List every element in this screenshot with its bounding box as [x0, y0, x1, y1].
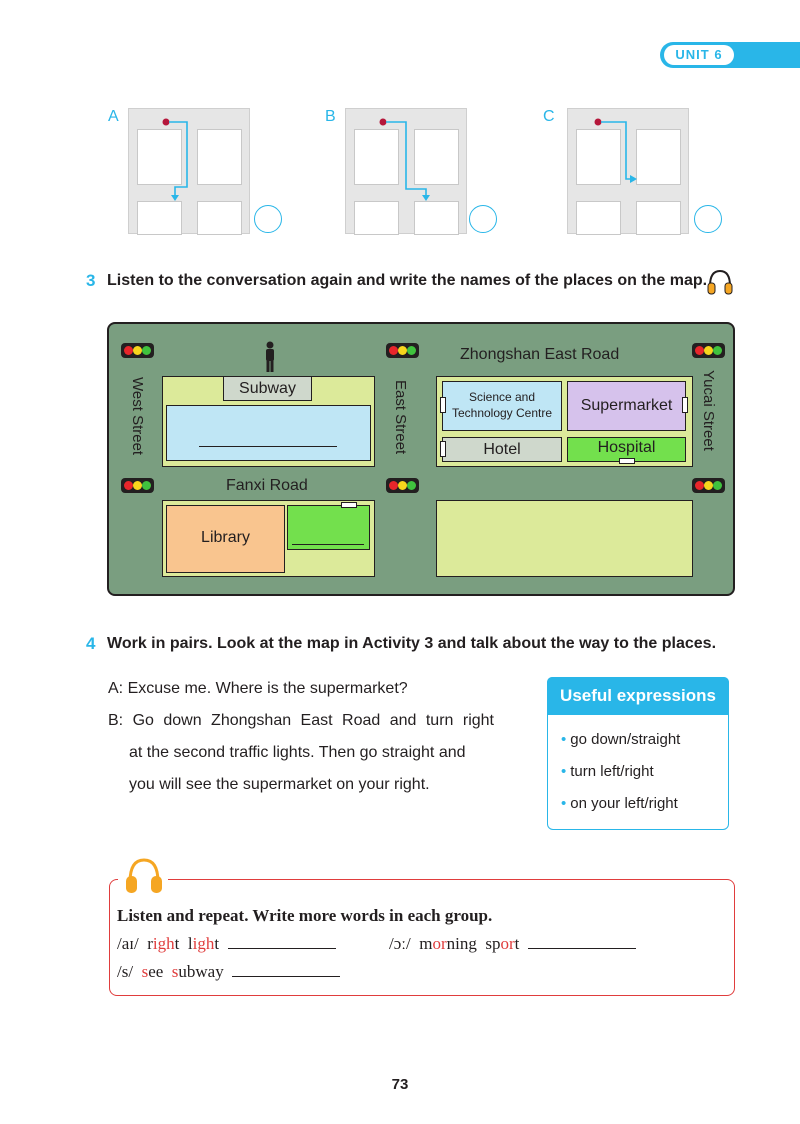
answer-line-top-left[interactable] — [199, 446, 337, 447]
subway-building: Subway — [223, 376, 312, 401]
hospital-building: Hospital — [567, 437, 686, 462]
door-icon — [440, 397, 446, 413]
answer-circle-a[interactable] — [254, 205, 282, 233]
route-diagram-c — [567, 108, 689, 235]
route-letter-b: B — [325, 108, 336, 125]
road-label-yucai-street: Yucai Street — [700, 370, 717, 451]
hotel-label: Hotel — [483, 441, 521, 458]
blank-building-bottom-left — [287, 505, 370, 550]
road-label-fanxi: Fanxi Road — [226, 477, 308, 494]
headphones-icon[interactable] — [705, 268, 735, 296]
dialogue-line-a: A: Excuse me. Where is the supermarket? — [108, 680, 408, 697]
answer-circle-b[interactable] — [469, 205, 497, 233]
answer-line-bottom-left[interactable] — [292, 544, 364, 545]
expression-item: •go down/straight — [561, 731, 681, 748]
route-letter-a: A — [108, 108, 119, 125]
science-centre-label-2: Technology Centre — [451, 406, 553, 420]
pronunciation-row-or: /ɔː/ morning sport — [389, 934, 636, 954]
dialogue-line-b1: B: Go down Zhongshan East Road and turn … — [108, 712, 494, 729]
blank-building-top-left — [166, 405, 371, 461]
traffic-light-icon — [386, 478, 419, 493]
traffic-light-icon — [692, 343, 725, 358]
traffic-light-icon — [386, 343, 419, 358]
example-word: right — [147, 934, 180, 953]
traffic-light-icon — [692, 478, 725, 493]
unit-label: UNIT 6 — [664, 45, 734, 65]
answer-blank[interactable] — [232, 963, 341, 977]
dialogue-line-b3: you will see the supermarket on your rig… — [129, 776, 430, 793]
phonetic-symbol: /ɔː/ — [389, 934, 411, 953]
hospital-label: Hospital — [597, 439, 656, 456]
road-label-west-street: West Street — [129, 377, 146, 456]
dialogue-line-b2: at the second traffic lights. Then go st… — [129, 744, 466, 761]
route-diagram-b — [345, 108, 467, 235]
activity-3-number: 3 — [86, 271, 96, 290]
headphones-icon[interactable] — [122, 856, 166, 896]
hotel-building: Hotel — [442, 437, 562, 462]
example-word: morning — [419, 934, 477, 953]
science-centre-building: Science and Technology Centre — [442, 381, 562, 431]
example-word: sport — [485, 934, 520, 953]
pronunciation-row-ai: /aɪ/ right light — [117, 934, 336, 954]
answer-circle-c[interactable] — [694, 205, 722, 233]
door-icon — [619, 458, 635, 464]
library-building: Library — [166, 505, 285, 573]
answer-blank[interactable] — [527, 935, 636, 949]
pronunciation-row-s: /s/ see subway — [117, 962, 341, 982]
example-word: light — [187, 934, 220, 953]
activity-3-instruction: Listen to the conversation again and wri… — [107, 272, 708, 289]
supermarket-label: Supermarket — [580, 397, 673, 414]
traffic-light-icon — [121, 343, 154, 358]
phonetic-symbol: /aɪ/ — [117, 934, 139, 953]
subway-label: Subway — [239, 380, 296, 397]
phonetic-symbol: /s/ — [117, 962, 134, 981]
pronunciation-instruction: Listen and repeat. Write more words in e… — [117, 906, 493, 925]
road-label-east-street: East Street — [392, 380, 409, 455]
door-icon — [341, 502, 357, 508]
route-letter-c: C — [543, 108, 555, 125]
door-icon — [440, 441, 446, 457]
expression-item: •on your left/right — [561, 795, 678, 812]
useful-expressions-title: Useful expressions — [547, 677, 729, 715]
activity-4-instruction: Work in pairs. Look at the map in Activi… — [107, 635, 717, 652]
science-centre-label-1: Science and — [468, 390, 536, 404]
door-icon — [682, 397, 688, 413]
answer-blank[interactable] — [227, 935, 336, 949]
road-label-zhongshan: Zhongshan East Road — [460, 346, 620, 363]
activity-4-number: 4 — [86, 634, 96, 653]
person-icon — [266, 341, 274, 372]
example-word: see — [141, 962, 164, 981]
route-diagram-a — [128, 108, 250, 235]
map-block-bottom-right — [436, 500, 693, 577]
pronunciation-box — [109, 879, 735, 996]
example-word: subway — [171, 962, 224, 981]
page-number: 73 — [391, 1076, 409, 1093]
expression-item: •turn left/right — [561, 763, 654, 780]
library-label: Library — [201, 529, 250, 546]
traffic-light-icon — [121, 478, 154, 493]
supermarket-building: Supermarket — [567, 381, 686, 431]
